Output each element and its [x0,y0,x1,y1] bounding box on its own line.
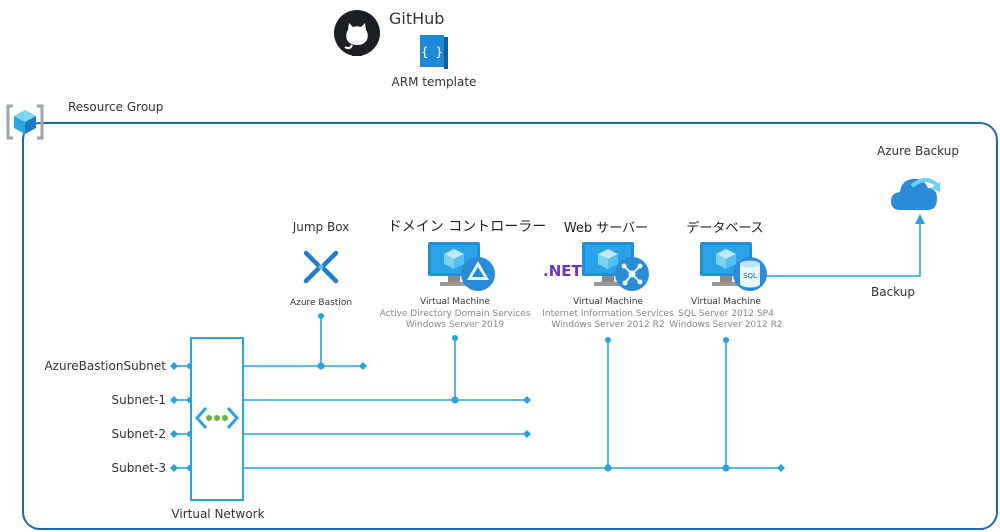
github-icon[interactable] [333,9,381,57]
azure-bastion-icon[interactable] [301,248,341,286]
resource-group-icon [6,104,44,140]
subnet-label-1: Subnet-1 [111,393,167,407]
domain-controller-type: Virtual Machine [420,297,490,307]
subnet-label-2: Subnet-2 [111,427,167,441]
resource-group-label: Resource Group [68,100,164,114]
resource-group-container [22,122,998,530]
jump-box-title: Jump Box [292,220,350,234]
azure-backup-label: Azure Backup [877,144,959,158]
virtual-network-label: Virtual Network [171,507,265,521]
subnet-label-3: Subnet-3 [111,461,167,475]
arm-template-label: ARM template [391,75,477,89]
domain-controller-title: ドメイン コントローラー [387,219,547,235]
domain-controller-vm-icon[interactable] [428,242,498,294]
azure-bastion-label: Azure Bastion [289,298,353,308]
web-server-type: Virtual Machine [573,297,643,307]
dotnet-badge: .NET [543,262,582,280]
svg-text:{ }: { } [421,45,443,59]
web-server-title: Web サーバー [563,221,649,236]
virtual-network-icon [194,406,240,430]
domain-controller-os: Windows Server 2019 [405,320,505,330]
web-server-vm-icon[interactable] [582,242,652,294]
azure-backup-icon[interactable] [890,166,946,212]
database-vm-icon[interactable]: SQL [700,242,770,294]
database-service: SQL Server 2012 SP4 [678,309,774,319]
github-label: GitHub [389,9,445,28]
domain-controller-service: Active Directory Domain Services [379,309,531,319]
database-title: データベース [686,221,764,236]
web-server-service: Internet Information Services [542,309,674,319]
backup-link-label: Backup [871,285,915,299]
database-type: Virtual Machine [691,297,761,307]
web-server-os: Windows Server 2012 R2 [551,320,665,330]
arm-template-icon[interactable]: { } [420,35,448,69]
subnet-label-bastion: AzureBastionSubnet [44,359,166,373]
database-os: Windows Server 2012 R2 [669,320,783,330]
sql-badge: SQL [743,272,757,280]
